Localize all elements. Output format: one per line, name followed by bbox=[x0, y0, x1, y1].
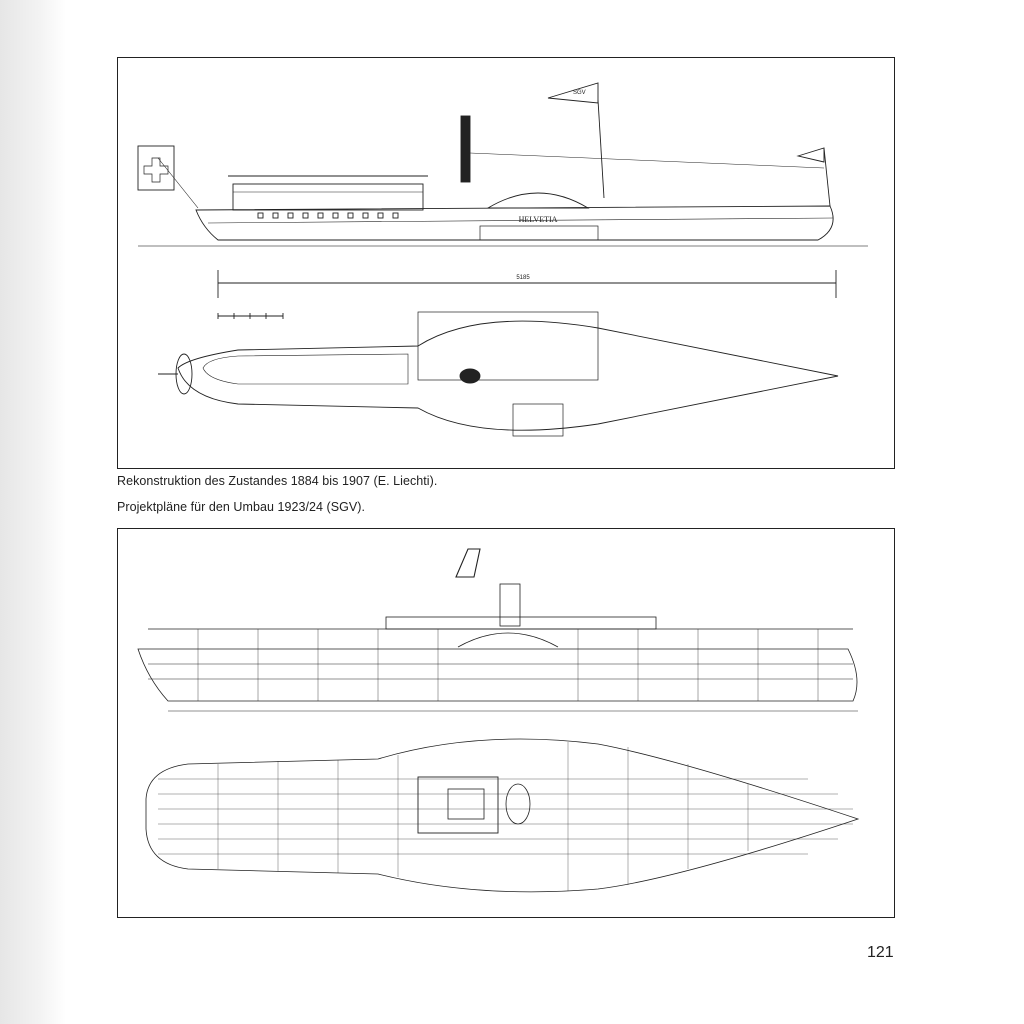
skylight-plan bbox=[505, 783, 531, 825]
length-dimension-label: 5185 bbox=[516, 275, 530, 281]
figure-reconstruction-1884-1907: HELVETIA SGV 5185 bbox=[117, 57, 895, 469]
mast-fore bbox=[823, 147, 831, 207]
caption-project-plans: Projektpläne für den Umbau 1923/24 (SGV)… bbox=[117, 500, 366, 514]
deck-saloon bbox=[232, 183, 424, 211]
figure-project-plans-1923-24 bbox=[117, 528, 895, 918]
ship-name-label: HELVETIA bbox=[519, 215, 558, 224]
paddle-box-plan bbox=[417, 311, 599, 381]
deck-plan-1923 bbox=[145, 738, 860, 893]
funnel-plan bbox=[459, 368, 481, 384]
funnel-casing-plan bbox=[447, 788, 485, 820]
ship-drawing-conversion-1923 bbox=[137, 548, 860, 893]
paddle-box bbox=[486, 192, 590, 209]
page-number: 121 bbox=[867, 944, 894, 961]
hull-elevation-1923 bbox=[137, 648, 858, 702]
pennant-text: SGV bbox=[573, 90, 586, 96]
saloon-windows bbox=[257, 212, 399, 219]
page-gutter-shadow bbox=[0, 0, 66, 1024]
ship-drawing-helvetia-1884: HELVETIA SGV 5185 bbox=[137, 82, 868, 437]
engine-room-plan bbox=[417, 776, 499, 834]
stern-boat bbox=[175, 353, 193, 395]
wheelhouse bbox=[499, 583, 521, 627]
plank-grid-plan bbox=[158, 742, 853, 891]
ensign-staff bbox=[157, 157, 199, 209]
scale-bar bbox=[217, 313, 284, 319]
deck-plan bbox=[177, 320, 839, 431]
caption-reconstruction: Rekonstruktion des Zustandes 1884 bis 19… bbox=[117, 474, 438, 488]
mast-main bbox=[597, 99, 605, 199]
fore-pennant bbox=[796, 147, 825, 163]
upper-deck-house bbox=[385, 616, 657, 630]
hull-elevation bbox=[195, 205, 834, 241]
paddle-box-1923 bbox=[457, 632, 559, 648]
funnel-1923 bbox=[455, 548, 481, 578]
funnel bbox=[460, 115, 471, 183]
swiss-flag bbox=[137, 145, 175, 191]
sgv-pennant bbox=[547, 82, 599, 104]
frame-grid-elevation bbox=[197, 629, 819, 701]
